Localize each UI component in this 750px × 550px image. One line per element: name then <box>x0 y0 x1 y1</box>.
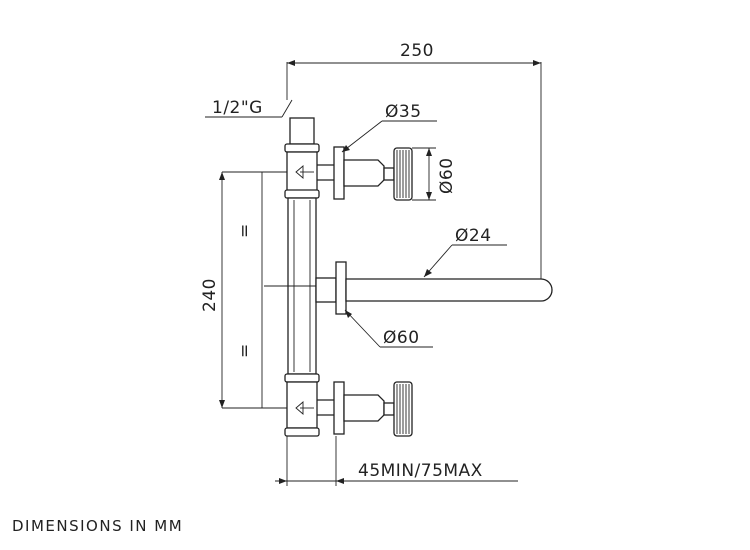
equal-mark-bottom: = <box>235 343 255 358</box>
thermostat-body <box>264 117 320 437</box>
dimension-250-label: 250 <box>400 41 434 61</box>
bottom-valve <box>317 381 413 437</box>
knurl-bottom <box>396 384 410 434</box>
equal-mark-top: = <box>235 223 255 238</box>
depth-dimension: 45MIN/75MAX <box>275 436 518 486</box>
dimension-240: 240 = = <box>200 171 290 409</box>
knurl-top <box>396 150 410 198</box>
spout <box>315 261 553 315</box>
depth-label: 45MIN/75MAX <box>358 461 483 481</box>
dia-35-callout: Ø35 <box>341 102 437 153</box>
thread-callout: 1/2"G <box>205 98 293 118</box>
dia-24-callout: Ø24 <box>423 226 507 278</box>
knob-diameter-label: Ø60 <box>437 157 457 194</box>
dia-35-label: Ø35 <box>385 102 422 122</box>
dimension-250: 250 <box>286 41 542 280</box>
dimension-240-label: 240 <box>200 278 220 312</box>
dimensions-caption: DIMENSIONS IN MM <box>12 517 184 535</box>
thread-label: 1/2"G <box>212 98 263 118</box>
dia-60-flange-callout: Ø60 <box>344 309 433 348</box>
top-valve: Ø60 <box>317 146 457 201</box>
dia-60-flange-label: Ø60 <box>383 328 420 348</box>
dia-24-label: Ø24 <box>455 226 492 246</box>
